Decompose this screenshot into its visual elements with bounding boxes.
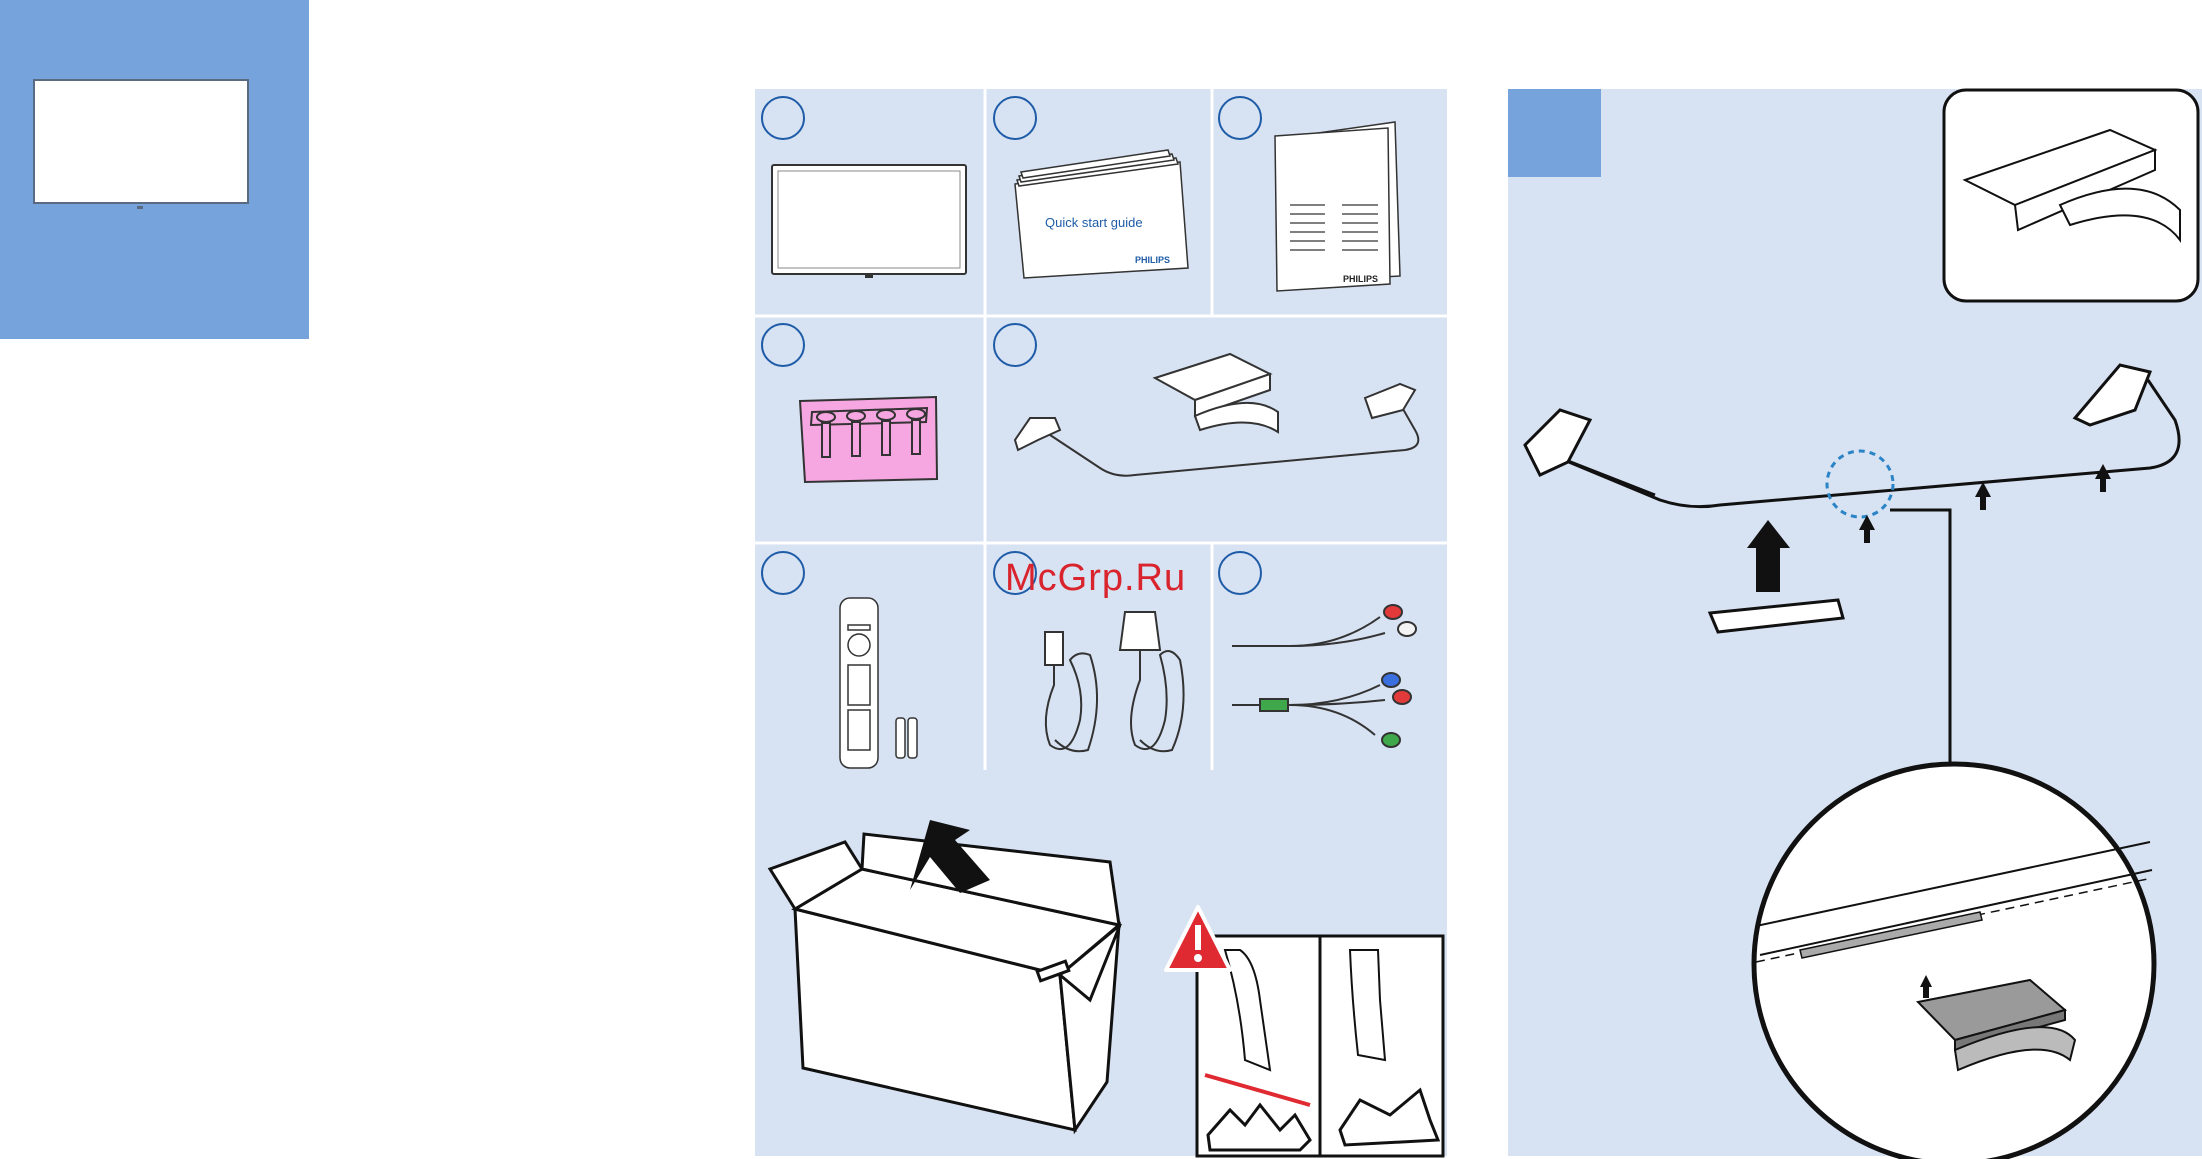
quick-start-brand: PHILIPS xyxy=(1135,255,1170,265)
item-marker xyxy=(1219,97,1261,139)
power-cord-illustration xyxy=(1045,612,1184,751)
remote-illustration xyxy=(840,598,917,768)
manual-brand: PHILIPS xyxy=(1343,274,1378,284)
stand-tape-inset xyxy=(1944,90,2198,301)
detail-highlight-circle xyxy=(1827,451,1893,517)
stand-illustration-large xyxy=(1525,365,2179,507)
manual-illustration xyxy=(1275,122,1400,291)
screw-pack-illustration xyxy=(800,397,937,482)
item-marker xyxy=(762,552,804,594)
av-cable-illustration xyxy=(1232,605,1416,747)
zoom-detail xyxy=(1754,764,2154,1159)
tape-strip xyxy=(1710,600,1843,632)
watermark: McGrp.Ru xyxy=(1005,557,1186,600)
stand-illustration-small xyxy=(1015,354,1418,476)
tv-illustration xyxy=(772,165,966,277)
box-illustration xyxy=(770,834,1120,1130)
up-arrow-icon xyxy=(1747,464,2111,592)
callout-line xyxy=(1890,510,1950,768)
item-marker xyxy=(762,324,804,366)
warning-panel xyxy=(1197,936,1443,1156)
item-marker xyxy=(762,97,804,139)
item-marker xyxy=(994,97,1036,139)
quick-start-guide-title: Quick start guide xyxy=(1045,215,1143,230)
item-marker xyxy=(1219,552,1261,594)
item-marker xyxy=(994,324,1036,366)
